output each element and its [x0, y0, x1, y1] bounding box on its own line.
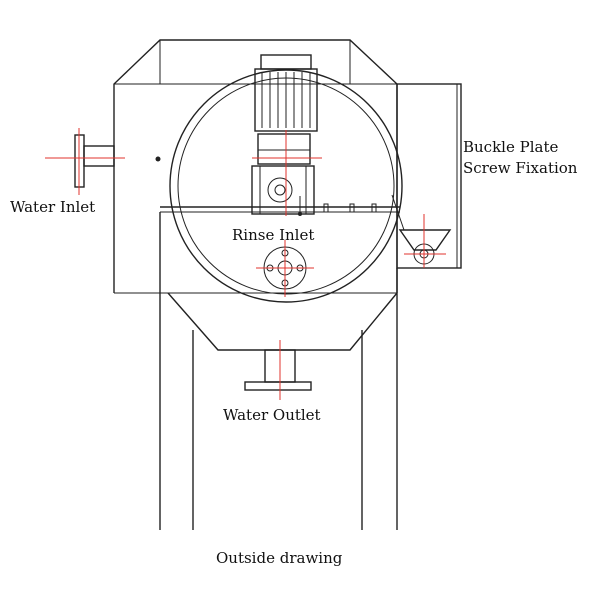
rinse-inlet-flange: [256, 240, 314, 297]
water-outlet-label: Water Outlet: [223, 406, 321, 424]
rinse-inlet-label: Rinse Inlet: [232, 226, 314, 244]
water-inlet-flange: [45, 128, 161, 195]
drive-sprocket: [398, 214, 452, 268]
water-outlet-flange: [244, 340, 312, 400]
water-inlet-label: Water Inlet: [10, 198, 95, 216]
drawing-caption: Outside drawing: [216, 549, 343, 567]
motor-gearbox: [251, 54, 322, 216]
inlet-bolt-marker: [155, 156, 161, 162]
screw-fixation-label: Screw Fixation: [463, 159, 578, 177]
side-cover-plate: [396, 83, 462, 269]
support-legs: [159, 211, 398, 530]
frame-beam: [160, 194, 405, 231]
buckle-plate-label: Buckle Plate: [463, 138, 558, 156]
